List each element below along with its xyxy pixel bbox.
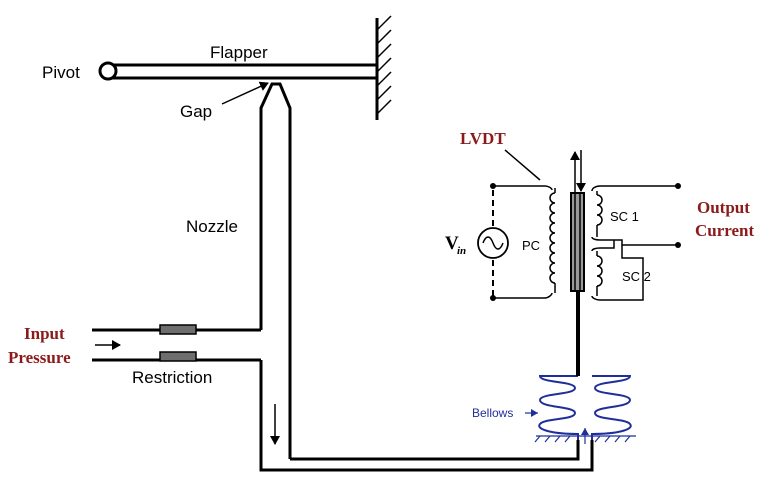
output-current-label-line2: Current xyxy=(695,221,755,240)
bellows xyxy=(538,375,632,440)
lvdt-core xyxy=(570,192,585,292)
input-pressure-label-line2: Pressure xyxy=(8,348,71,367)
secondary-coil-2 xyxy=(591,240,644,301)
flapper-label: Flapper xyxy=(210,43,268,62)
bellows-base-hatch xyxy=(534,435,636,443)
primary-terminal-bottom xyxy=(490,295,496,301)
primary-coil xyxy=(493,185,556,299)
vin-label: V xyxy=(445,233,459,254)
flapper xyxy=(102,63,377,80)
secondary-coil-1 xyxy=(591,185,678,246)
nozzle xyxy=(259,82,292,330)
pivot-circle xyxy=(98,61,118,81)
bellows-label: Bellows xyxy=(472,406,513,420)
input-pressure-label-line1: Input xyxy=(24,324,65,343)
sc2-label: SC 2 xyxy=(622,269,651,284)
gap-arrow xyxy=(221,81,269,105)
sc1-label: SC 1 xyxy=(610,209,639,224)
sc1-terminal xyxy=(675,183,681,189)
input-pipe xyxy=(92,328,594,472)
lvdt-label: LVDT xyxy=(460,129,506,148)
output-current-label-line1: Output xyxy=(697,198,750,217)
pc-label: PC xyxy=(522,238,540,253)
primary-terminal-top xyxy=(490,183,496,189)
sc2-terminal xyxy=(675,242,681,248)
restriction-lower xyxy=(159,351,197,362)
sine-wave-source-icon xyxy=(477,227,509,259)
pivot-label: Pivot xyxy=(42,63,80,82)
vin-subscript: in xyxy=(457,245,466,257)
fixed-wall xyxy=(375,15,392,120)
wall-hatch-icon xyxy=(376,15,392,115)
lvdt-leader xyxy=(504,149,541,181)
restriction-label: Restriction xyxy=(132,368,212,387)
gap-label: Gap xyxy=(180,102,212,121)
nozzle-label: Nozzle xyxy=(186,217,238,236)
restriction-upper xyxy=(159,324,197,335)
